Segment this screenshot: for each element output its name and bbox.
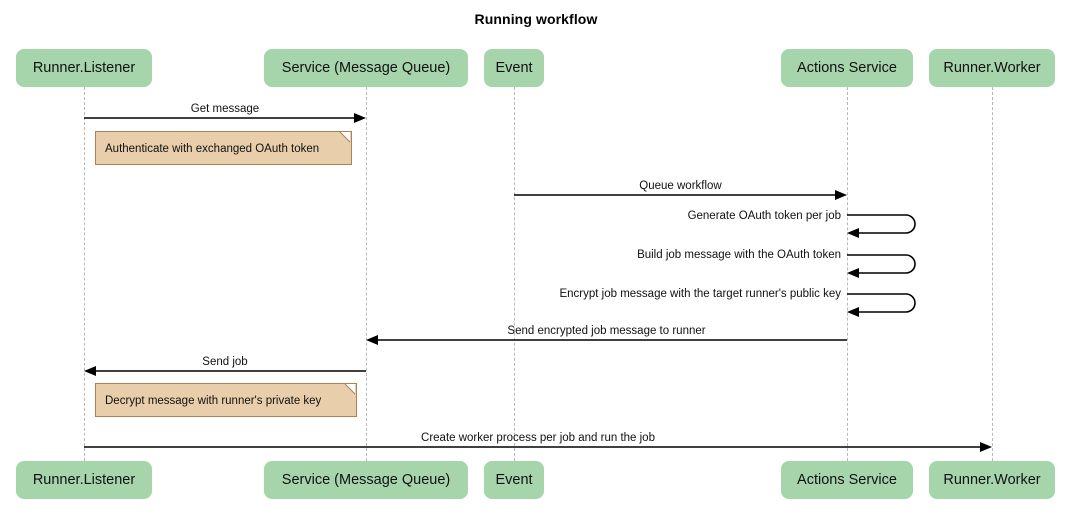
page-title: Running workflow (474, 11, 598, 27)
message-label-send-encrypted-job-message: Send encrypted job message to runner (507, 325, 706, 337)
participant-actions-service-bottom[interactable]: Actions Service (781, 461, 913, 499)
message-arrow-generate-oauth-token (847, 214, 916, 238)
participant-runner-listener-top[interactable]: Runner.Listener (16, 49, 152, 87)
message-label-encrypt-job-message: Encrypt job message with the target runn… (559, 288, 841, 300)
lifeline-event (514, 87, 515, 461)
note-decrypt-private-key: Decrypt message with runner's private ke… (95, 383, 357, 417)
participant-service-mq-bottom[interactable]: Service (Message Queue) (264, 461, 468, 499)
participant-actions-service-top[interactable]: Actions Service (781, 49, 913, 87)
lifeline-runner-listener (84, 87, 85, 461)
message-arrow-encrypt-job-message (847, 293, 916, 317)
participant-runner-listener-bottom[interactable]: Runner.Listener (16, 461, 152, 499)
note-authenticate-oauth: Authenticate with exchanged OAuth token (95, 131, 352, 165)
participant-event-top[interactable]: Event (484, 49, 544, 87)
lifeline-service-mq (366, 87, 367, 461)
message-label-create-worker-process: Create worker process per job and run th… (421, 432, 655, 444)
note-label: Authenticate with exchanged OAuth token (105, 143, 320, 155)
participant-runner-worker-bottom[interactable]: Runner.Worker (929, 461, 1055, 499)
participant-runner-worker-top[interactable]: Runner.Worker (929, 49, 1055, 87)
message-label-get-message: Get message (190, 103, 260, 115)
message-arrow-build-job-message (847, 254, 916, 278)
lifeline-runner-worker (992, 87, 993, 461)
participant-event-bottom[interactable]: Event (484, 461, 544, 499)
message-label-send-job: Send job (202, 356, 248, 368)
note-label: Decrypt message with runner's private ke… (105, 395, 322, 407)
message-label-generate-oauth-token: Generate OAuth token per job (687, 210, 841, 222)
lifeline-actions-service (847, 87, 848, 461)
note-fold-icon (344, 384, 356, 395)
message-label-build-job-message: Build job message with the OAuth token (637, 249, 841, 261)
note-fold-icon (339, 132, 351, 143)
message-label-queue-workflow: Queue workflow (639, 180, 722, 192)
participant-service-mq-top[interactable]: Service (Message Queue) (264, 49, 468, 87)
